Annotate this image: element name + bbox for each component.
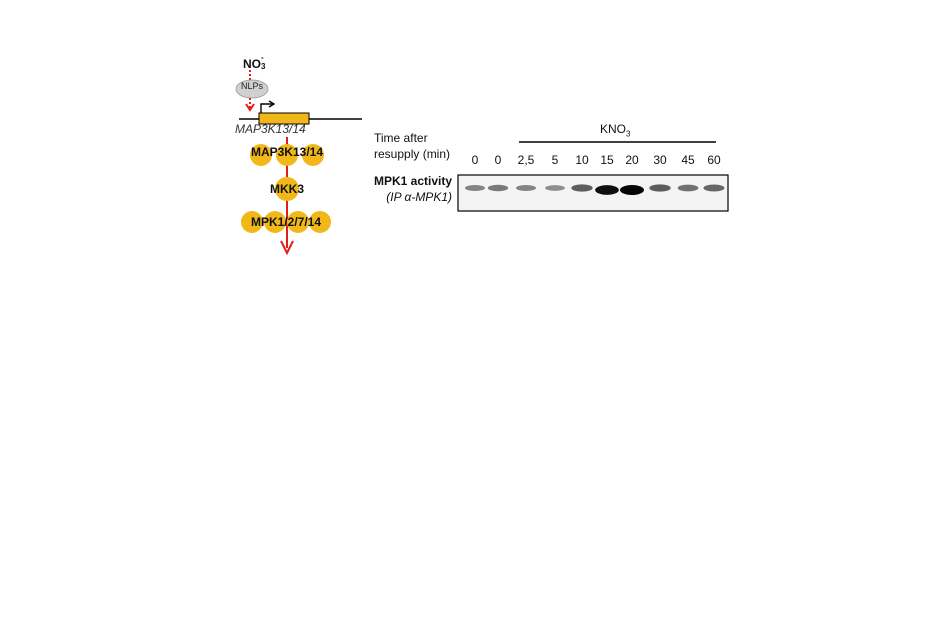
mpk-node-4 xyxy=(309,211,331,233)
map3k-node-2 xyxy=(276,144,298,166)
band-4 xyxy=(571,184,593,192)
tss-arrow-head xyxy=(268,100,276,108)
band-3 xyxy=(545,185,565,191)
timepoint-5: 15 xyxy=(600,153,614,167)
timepoint-6: 20 xyxy=(625,153,639,167)
timepoint-2: 2,5 xyxy=(517,153,535,167)
map3k-node-3 xyxy=(302,144,324,166)
timepoint-8: 45 xyxy=(681,153,695,167)
mpk-label: MPK1/2/7/14 xyxy=(250,215,322,229)
signal-arrowhead xyxy=(280,240,294,256)
band-5 xyxy=(595,185,619,195)
assay-label: (IP α-MPK1) xyxy=(386,190,452,204)
blot-bands xyxy=(464,184,725,195)
timepoint-7: 30 xyxy=(653,153,667,167)
gene-box xyxy=(258,112,310,125)
band-7 xyxy=(649,184,671,192)
timepoint-0: 0 xyxy=(471,153,479,167)
tss-arrow-line xyxy=(260,103,273,113)
map3k-label: MAP3K13/14 xyxy=(250,145,324,159)
timepoint-1: 0 xyxy=(494,153,502,167)
nlps-label: NLPs xyxy=(240,81,263,91)
timepoint-4: 10 xyxy=(575,153,589,167)
band-2 xyxy=(515,184,537,192)
timepoint-3: 5 xyxy=(551,153,559,167)
band-9 xyxy=(703,184,725,192)
timepoint-9: 60 xyxy=(707,153,721,167)
band-6 xyxy=(620,185,644,195)
treatment-label: KNO3 xyxy=(600,122,631,139)
activity-label: MPK1 activity xyxy=(373,174,452,188)
mkk3-node xyxy=(275,177,299,201)
band-0 xyxy=(464,184,486,192)
nlps-ellipse xyxy=(235,79,269,99)
gene-label: MAP3K13/14 xyxy=(235,122,306,136)
blot-frame xyxy=(457,174,729,212)
dotted-arrow-head xyxy=(245,103,255,112)
map3k-node-1 xyxy=(250,144,272,166)
mkk3-label: MKK3 xyxy=(269,182,304,196)
band-1 xyxy=(487,184,509,192)
time-label-line1: Time after xyxy=(374,131,428,145)
mpk-node-2 xyxy=(264,211,286,233)
time-label-line2: resupply (min) xyxy=(374,147,451,161)
mpk-node-1 xyxy=(241,211,263,233)
band-8 xyxy=(677,184,699,192)
mpk-node-3 xyxy=(287,211,309,233)
